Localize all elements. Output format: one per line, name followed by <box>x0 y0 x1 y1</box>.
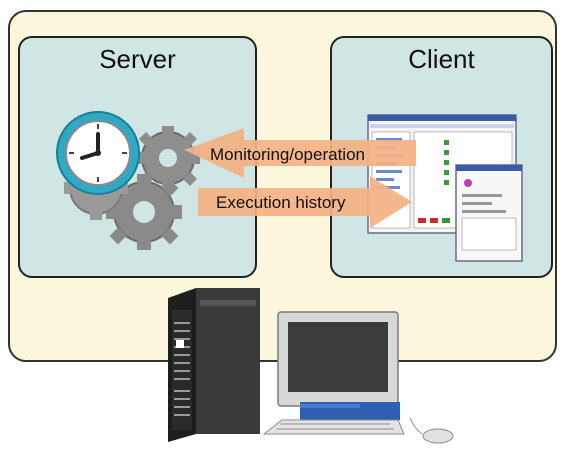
server-tower-icon <box>168 288 260 442</box>
server-title: Server <box>99 44 176 74</box>
clock-icon <box>56 111 140 195</box>
gear-icon-large <box>106 174 182 250</box>
client-dialog-screenshot <box>455 164 523 262</box>
client-pc-icon <box>262 311 454 444</box>
client-title: Client <box>408 44 475 74</box>
execution-history-label: Execution history <box>216 193 346 212</box>
monitoring-operation-label: Monitoring/operation <box>210 145 365 164</box>
history-arrow <box>198 176 412 228</box>
monitoring-arrow <box>184 128 416 178</box>
